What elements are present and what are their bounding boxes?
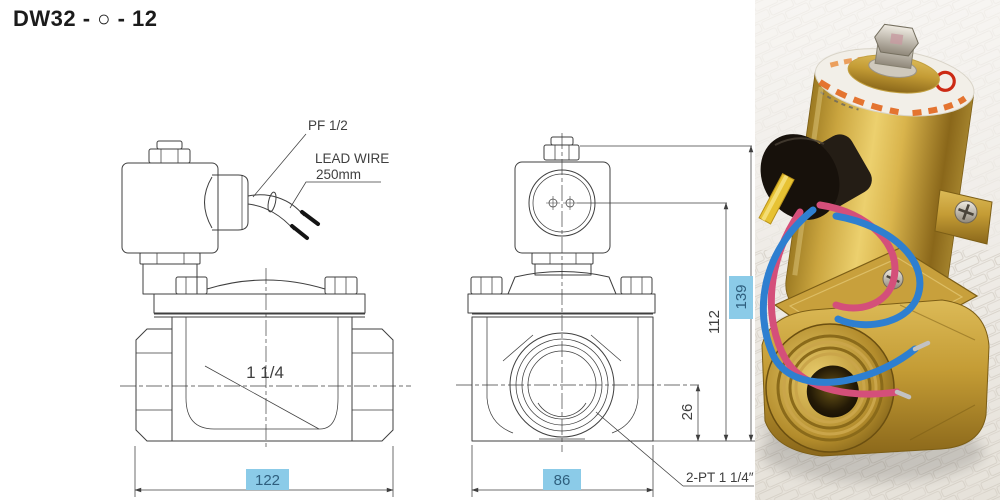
front-width-dimension: 122 <box>134 446 394 497</box>
front-valve-body <box>135 316 394 442</box>
pink-wire <box>816 201 899 312</box>
photo-screw-2 <box>954 200 978 224</box>
dim-86-value: 86 <box>554 472 571 489</box>
front-conduit <box>204 174 249 231</box>
photo-top-nut <box>868 23 919 78</box>
front-callouts: PF 1/2 LEAD WIRE 250mm <box>252 118 389 209</box>
page-title: DW32 - ○ - 12 <box>13 6 158 31</box>
front-view: 1 1/4 122 PF 1/2 LEAD WIRE 250mm <box>120 118 411 497</box>
dim-122-highlight <box>246 469 289 490</box>
callout-leadwire-1: LEAD WIRE <box>315 151 389 166</box>
side-coil-base <box>507 252 617 295</box>
side-bonnet <box>467 276 656 318</box>
side-port-callout: 2-PT 1 1/4″ <box>595 411 754 487</box>
front-coil-body <box>121 162 219 254</box>
front-port-size-label: 1 1/4 <box>246 363 284 382</box>
dim-122-value: 122 <box>255 472 280 489</box>
side-depth-dimension: 86 <box>471 445 654 497</box>
front-lead-wires <box>247 191 320 240</box>
technical-drawing: 1 1/4 122 PF 1/2 LEAD WIRE 250mm <box>120 118 755 497</box>
dim-139-value: 139 <box>733 284 750 309</box>
front-coil-base <box>139 252 201 295</box>
side-valve-body <box>471 316 654 442</box>
side-coil-body <box>514 161 611 254</box>
callout-pf12: PF 1/2 <box>308 118 348 133</box>
front-coil-top-nut <box>148 140 191 164</box>
callout-port-thread: 2-PT 1 1/4″ <box>686 470 754 485</box>
dim-139-highlight <box>729 276 753 319</box>
dim-86-highlight <box>543 469 581 490</box>
label-marking-arc <box>818 79 900 116</box>
callout-leadwire-2: 250mm <box>316 167 361 182</box>
dim-26-value: 26 <box>679 404 696 421</box>
front-bonnet <box>153 276 366 318</box>
pink-wire-tip <box>894 389 912 400</box>
side-height-dimensions: 139 112 26 <box>577 145 755 442</box>
photo-wires <box>759 201 931 400</box>
photo-cable-tie <box>758 172 795 225</box>
blue-wire-tip <box>912 340 931 352</box>
dim-112-value: 112 <box>706 310 723 334</box>
product-photo <box>755 0 1000 500</box>
side-coil-top-nut <box>543 136 580 161</box>
blue-wire <box>832 212 924 329</box>
side-view: 139 112 26 86 2-PT 1 1/4″ <box>456 133 755 497</box>
